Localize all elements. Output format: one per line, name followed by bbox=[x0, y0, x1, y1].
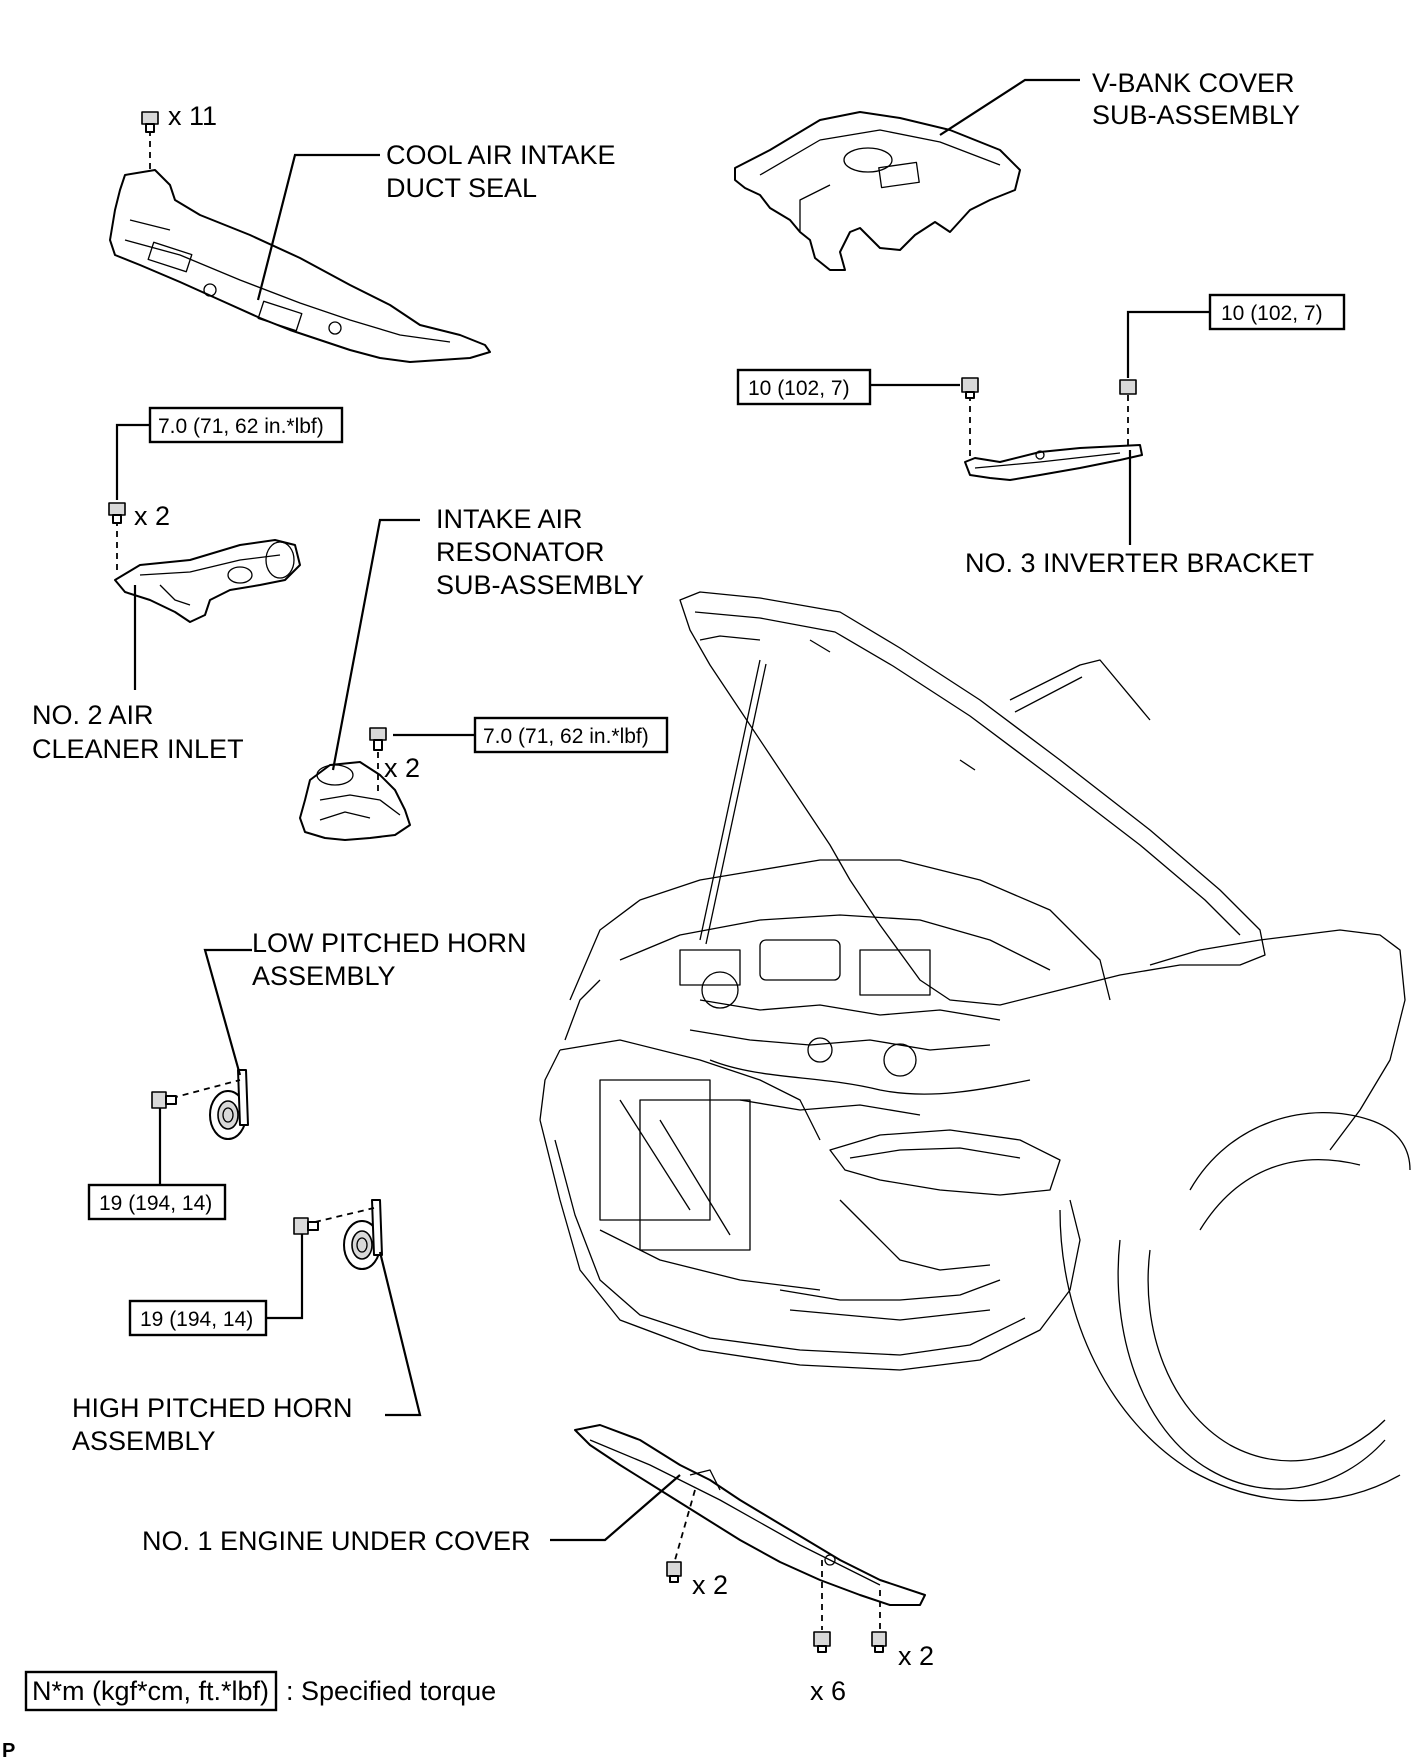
high-horn-leader bbox=[378, 1251, 422, 1417]
resonator-leader bbox=[331, 518, 420, 771]
no2-air-cleaner-inlet-part bbox=[114, 539, 301, 623]
legend: N*m (kgf*cm, ft.*lbf) : Specified torque bbox=[24, 1670, 496, 1712]
torque-box-air-cleaner: 7.0 (71, 62 in.*lbf) bbox=[148, 406, 344, 444]
qty-under-cover-bolts: x 6 bbox=[810, 1676, 846, 1706]
high-pitched-horn-part bbox=[343, 1199, 383, 1270]
torque-high-horn: 19 (194, 14) bbox=[140, 1308, 253, 1331]
torque-inverter-right: 10 (102, 7) bbox=[1221, 302, 1323, 325]
label-no1-engine-under-cover: NO. 1 ENGINE UNDER COVER bbox=[142, 1526, 531, 1556]
qty-resonator-bolts: x 2 bbox=[384, 753, 420, 783]
label-high-pitched-horn-2: ASSEMBLY bbox=[72, 1426, 216, 1456]
label-v-bank-cover-2: SUB-ASSEMBLY bbox=[1092, 100, 1300, 130]
label-low-pitched-horn-2: ASSEMBLY bbox=[252, 961, 396, 991]
label-no3-inverter-bracket: NO. 3 INVERTER BRACKET bbox=[965, 548, 1314, 578]
intake-air-resonator-part bbox=[299, 761, 411, 841]
torque-air-cleaner-inlet: 7.0 (71, 62 in.*lbf) bbox=[158, 415, 324, 438]
resonator-bolt bbox=[369, 727, 387, 795]
torque-box-inverter-right: 10 (102, 7) bbox=[1208, 293, 1346, 331]
label-no2-air-cleaner-inlet-1: NO. 2 AIR bbox=[32, 700, 154, 730]
under-cover-bolt-center bbox=[813, 1560, 831, 1653]
torque-inverter-left: 10 (102, 7) bbox=[748, 377, 850, 400]
inverter-bolt-left bbox=[961, 377, 979, 460]
torque-box-resonator: 7.0 (71, 62 in.*lbf) bbox=[473, 716, 669, 754]
torque-box-high-horn: 19 (194, 14) bbox=[128, 1299, 268, 1337]
duct-seal-leader bbox=[256, 153, 380, 301]
air-cleaner-bolt bbox=[108, 502, 126, 575]
torque-resonator: 7.0 (71, 62 in.*lbf) bbox=[483, 725, 649, 748]
torque-box-low-horn: 19 (194, 14) bbox=[87, 1183, 227, 1221]
label-intake-air-resonator-2: RESONATOR bbox=[436, 537, 605, 567]
air-cleaner-torque-leader bbox=[115, 423, 150, 500]
label-v-bank-cover-1: V-BANK COVER bbox=[1092, 68, 1295, 98]
inverter-torque-right-leader bbox=[1126, 310, 1210, 378]
under-cover-clip-upper bbox=[666, 1489, 696, 1583]
label-high-pitched-horn-1: HIGH PITCHED HORN bbox=[72, 1393, 353, 1423]
high-horn-torque-leader bbox=[266, 1234, 304, 1320]
v-bank-cover-part bbox=[734, 111, 1021, 271]
qty-under-cover-clips-upper: x 2 bbox=[692, 1570, 728, 1600]
legend-description: : Specified torque bbox=[286, 1676, 496, 1706]
cool-air-intake-duct-seal-part bbox=[109, 169, 491, 363]
under-cover-clip-lower bbox=[871, 1590, 887, 1653]
under-cover-leader bbox=[550, 1474, 681, 1542]
vehicle-front-illustration bbox=[539, 591, 1411, 1502]
qty-under-cover-clips-lower: x 2 bbox=[898, 1641, 934, 1671]
v-bank-cover-leader bbox=[939, 78, 1080, 136]
no1-engine-under-cover-part bbox=[574, 1424, 926, 1606]
label-intake-air-resonator-1: INTAKE AIR bbox=[436, 504, 583, 534]
label-cool-air-intake-duct-seal-2: DUCT SEAL bbox=[386, 173, 537, 203]
qty-air-cleaner-bolts: x 2 bbox=[134, 501, 170, 531]
label-low-pitched-horn-1: LOW PITCHED HORN bbox=[252, 928, 527, 958]
label-intake-air-resonator-3: SUB-ASSEMBLY bbox=[436, 570, 644, 600]
low-horn-leader bbox=[203, 948, 252, 1076]
legend-torque-format: N*m (kgf*cm, ft.*lbf) bbox=[32, 1676, 269, 1706]
no3-inverter-bracket-part bbox=[964, 444, 1143, 481]
inverter-nut-right bbox=[1119, 379, 1137, 448]
low-pitched-horn-part bbox=[209, 1069, 249, 1140]
label-cool-air-intake-duct-seal-1: COOL AIR INTAKE bbox=[386, 140, 616, 170]
torque-box-inverter-left: 10 (102, 7) bbox=[736, 368, 872, 406]
label-no2-air-cleaner-inlet-2: CLEANER INLET bbox=[32, 734, 244, 764]
duct-seal-clip bbox=[141, 111, 159, 172]
high-horn-bolt bbox=[293, 1207, 375, 1235]
torque-low-horn: 19 (194, 14) bbox=[99, 1192, 212, 1215]
corner-mark: P bbox=[2, 1740, 15, 1762]
qty-duct-seal-clips: x 11 bbox=[168, 101, 217, 131]
